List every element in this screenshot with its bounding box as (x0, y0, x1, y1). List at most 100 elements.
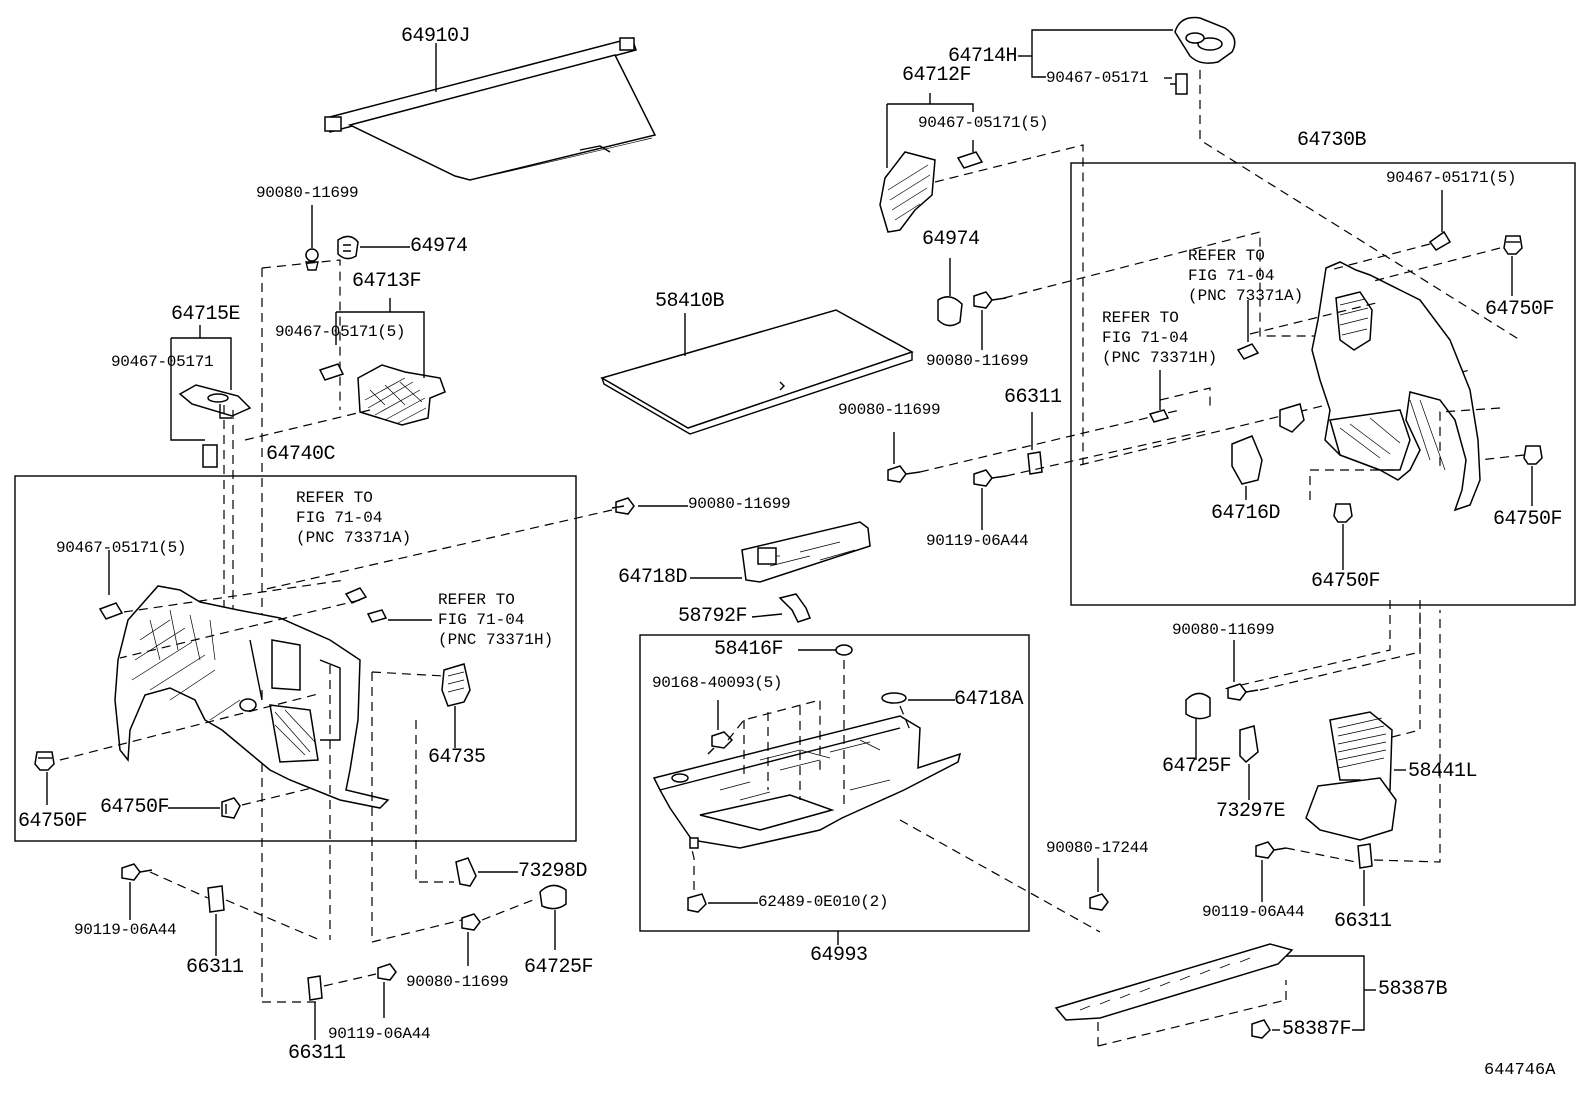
label-64993: 64993 (810, 944, 868, 967)
label-58441l: 58441L (1408, 760, 1478, 783)
quarter-trim-64730b (1279, 261, 1481, 512)
clip-90168-40093 (707, 731, 734, 755)
label-58416f: 58416F (714, 638, 784, 661)
clip-73371a-right (1236, 343, 1260, 360)
label-90467-05171-5-a: 90467-05171(5) (918, 114, 1049, 132)
label-64750f-left: 64750F (18, 810, 88, 833)
label-90168-40093-5: 90168-40093(5) (652, 674, 783, 692)
grommet-64974-b (937, 296, 963, 327)
screw-90080-11699-d (611, 497, 635, 515)
label-90080-11699-f: 90080-11699 (406, 973, 509, 991)
bracket-64713f (357, 364, 446, 426)
clip-73371a-left (344, 587, 368, 604)
label-64974-b: 64974 (922, 228, 980, 251)
quarter-trim-64740c (114, 585, 390, 809)
panel-64712f (879, 151, 936, 233)
cup-holder-64714h (1174, 16, 1236, 64)
label-64740c: 64740C (266, 443, 336, 466)
label-64714h: 64714H (948, 45, 1018, 68)
label-90080-11699-a: 90080-11699 (256, 184, 359, 202)
label-90119-06a44-c: 90119-06A44 (328, 1025, 431, 1043)
label-64718a: 64718A (954, 688, 1024, 711)
label-64750f-b: 64750F (1311, 570, 1381, 593)
label-90080-17244: 90080-17244 (1046, 839, 1149, 857)
label-90467-05171-5-c: 90467-05171(5) (56, 539, 187, 557)
fastener-64750f-b (1333, 503, 1353, 523)
label-64735: 64735 (428, 746, 486, 769)
vent-58441l (1305, 711, 1397, 841)
label-90467-05171-5-d: 90467-05171(5) (1386, 169, 1517, 187)
clip-90467-05171-5-left (98, 602, 124, 620)
label-64974-a: 64974 (410, 235, 468, 258)
screw-90119-06a44-c (377, 963, 397, 981)
label-90080-11699-c: 90080-11699 (838, 401, 941, 419)
clip-73371h-left (366, 609, 388, 623)
label-64750f-center: 64750F (100, 796, 170, 819)
label-90080-11699-e: 90080-11699 (1172, 621, 1275, 639)
clip-73371h-right (1148, 409, 1170, 423)
screw-90119-06a44-a (973, 469, 1007, 487)
refer-note-73371h-left: REFER TO FIG 71-04 (PNC 73371H) (438, 591, 554, 649)
label-73298d: 73298D (518, 860, 588, 883)
label-66311-a: 66311 (1004, 386, 1062, 409)
label-64725f-a: 64725F (1162, 755, 1232, 778)
label-64715e: 64715E (171, 303, 241, 326)
label-64718d: 64718D (618, 566, 688, 589)
label-62489-0e010-2: 62489-0E010(2) (758, 893, 889, 911)
cover-73297e (1239, 725, 1259, 764)
plug-58416f (835, 644, 853, 656)
clip-90467-05171-64715e (202, 444, 218, 468)
label-90119-06a44-b: 90119-06A44 (74, 921, 177, 939)
label-58410b: 58410B (655, 290, 725, 313)
fastener-64750f-d (1503, 235, 1523, 255)
cup-holder-64715e (178, 384, 252, 419)
group-box-64730b (1070, 162, 1576, 606)
label-64750f-e: 64750F (1493, 508, 1563, 531)
cap-64725f-b (539, 884, 567, 910)
label-90467-05171-b: 90467-05171 (111, 353, 214, 371)
refer-note-73371h-right: REFER TO FIG 71-04 (PNC 73371H) (1102, 309, 1218, 367)
refer-note-73371a-right: REFER TO FIG 71-04 (PNC 73371A) (1188, 247, 1304, 305)
cap-64725f-a (1185, 692, 1211, 720)
clip-90467-05171-top (1170, 73, 1188, 95)
clip-66311-b (207, 885, 225, 913)
label-90467-05171-5-b: 90467-05171(5) (275, 323, 406, 341)
label-64910j: 64910J (401, 25, 471, 48)
label-64716d: 64716D (1211, 502, 1281, 525)
tonneau-cover-64910j (324, 37, 657, 181)
cover-58792f (778, 593, 811, 623)
fastener-64750f-e (1523, 445, 1543, 465)
label-66311-d: 66311 (1334, 910, 1392, 933)
label-64725f-b: 64725F (524, 956, 594, 979)
label-90080-11699-d: 90080-11699 (688, 495, 791, 513)
label-90080-11699-b: 90080-11699 (926, 352, 1029, 370)
screw-90080-11699-c (887, 465, 921, 483)
clip-90467-05171-5-64712f (956, 151, 984, 169)
refer-note-73371a-left: REFER TO FIG 71-04 (PNC 73371A) (296, 489, 412, 547)
fastener-64750f-left (34, 751, 55, 771)
screw-90080-11699-e (1227, 683, 1259, 701)
label-66311-c: 66311 (288, 1042, 346, 1065)
cover-64716d (1231, 435, 1263, 485)
grommet-64974-a (337, 235, 359, 260)
scuff-plate-58387b (1054, 943, 1294, 1021)
label-90119-06a44-a: 90119-06A44 (926, 532, 1029, 550)
bracket-64718d (741, 521, 871, 583)
screw-90119-06a44-d (1255, 841, 1287, 859)
screw-90080-11699-f (461, 913, 481, 931)
bracket-64735 (441, 663, 471, 707)
tray-64993 (652, 715, 962, 849)
clip-66311-a (1027, 451, 1043, 475)
group-box-64993 (639, 634, 1030, 932)
label-64713f: 64713F (352, 270, 422, 293)
label-64730b: 64730B (1297, 129, 1367, 152)
clip-90467-05171-5-64713f (318, 363, 345, 381)
label-64712f: 64712F (902, 64, 972, 87)
label-66311-b: 66311 (186, 956, 244, 979)
pad-64718a (881, 692, 907, 704)
screw-90080-11699-a (305, 248, 319, 271)
label-58792f: 58792F (678, 605, 748, 628)
clip-73298d (455, 857, 477, 887)
